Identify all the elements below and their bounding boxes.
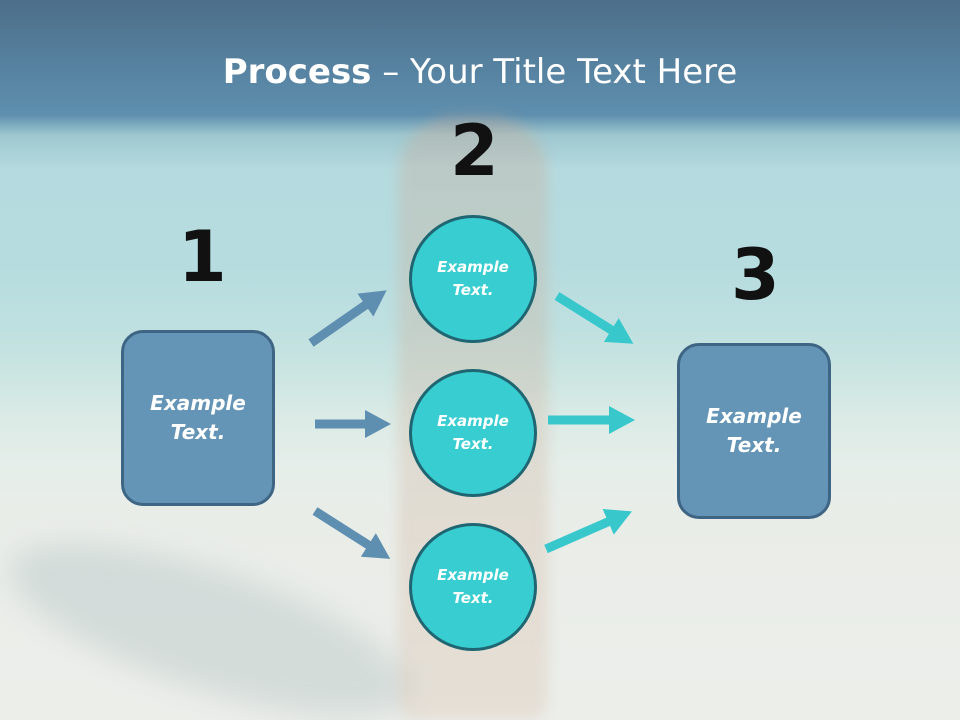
title-rest: – Your Title Text Here	[371, 52, 738, 92]
title-bold: Process	[222, 52, 372, 92]
step-number-3: 3	[731, 234, 780, 316]
circle-top-text-line2: Text.	[452, 281, 494, 299]
circle-top-text-line1: Example	[437, 258, 509, 276]
step-3-text-line2: Text.	[726, 433, 782, 457]
step-1-text-line2: Text.	[170, 420, 226, 444]
circle-bottom-text-line1: Example	[437, 566, 509, 584]
arrow-bottom-to-step3	[544, 508, 632, 554]
circle-middle-text-line1: Example	[437, 412, 509, 430]
arrow-top-to-step3	[554, 292, 634, 344]
step-3-text-line1: Example	[706, 404, 802, 428]
slide-title: Process – Your Title Text Here	[0, 52, 960, 92]
step-number-1: 1	[178, 216, 227, 298]
step-number-2: 2	[450, 110, 499, 192]
arrow-to-top-circle	[308, 290, 387, 347]
circle-bottom-text-line2: Text.	[452, 589, 494, 607]
arrow-to-bottom-circle	[312, 507, 391, 559]
step-1-text-line1: Example	[150, 391, 246, 415]
circle-middle-text-line2: Text.	[452, 435, 494, 453]
